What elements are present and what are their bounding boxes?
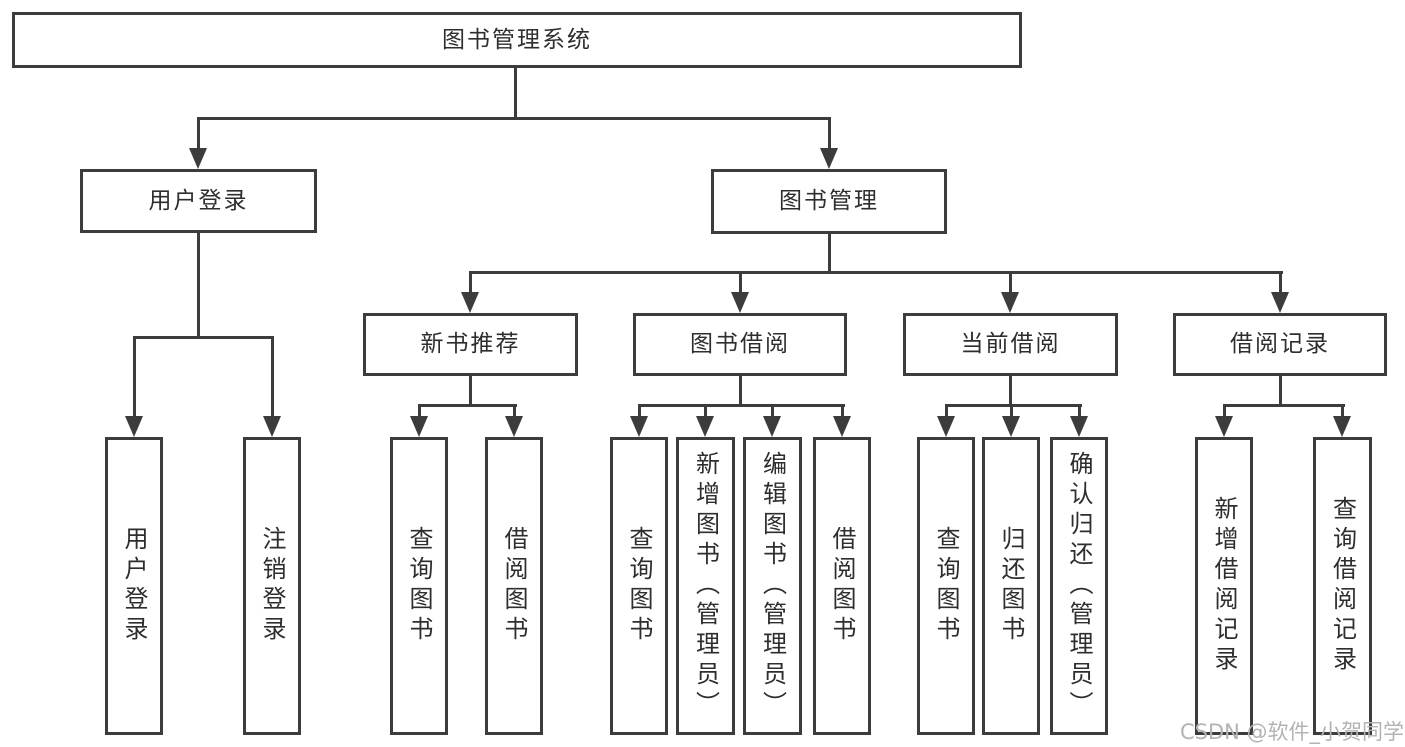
connector-line	[1009, 271, 1012, 294]
node-user-login: 用户登录	[80, 169, 317, 233]
leaf-query-books-borrowing: 查询图书	[610, 437, 668, 735]
connector-line	[469, 271, 1283, 274]
arrow-down-icon	[505, 416, 523, 437]
leaf-query-borrow-record: 查询借阅记录	[1313, 437, 1372, 735]
connector-line	[133, 336, 136, 418]
arrow-down-icon	[410, 416, 428, 437]
connector-line	[828, 117, 831, 150]
node-new-book-recommendation: 新书推荐	[363, 313, 578, 376]
leaf-confirm-return-admin: 确认归还（管理员）	[1050, 437, 1108, 735]
connector-line	[638, 404, 845, 407]
connector-line	[469, 271, 472, 294]
arrow-down-icon	[1333, 416, 1351, 437]
connector-line	[1223, 404, 1345, 407]
connector-line	[704, 404, 707, 418]
arrow-down-icon	[1215, 416, 1233, 437]
connector-line	[418, 404, 517, 407]
connector-line	[945, 404, 948, 418]
arrow-down-icon	[696, 416, 714, 437]
connector-line	[418, 404, 421, 418]
connector-line	[271, 336, 274, 418]
connector-line	[945, 404, 1082, 407]
node-borrowing-records: 借阅记录	[1173, 313, 1387, 376]
connector-line	[197, 117, 200, 150]
node-current-borrowing: 当前借阅	[903, 313, 1118, 376]
connector-line	[1279, 375, 1282, 407]
connector-line	[133, 336, 274, 339]
connector-line	[469, 375, 472, 407]
leaf-edit-book-admin: 编辑图书（管理员）	[743, 437, 802, 735]
arrow-down-icon	[937, 416, 955, 437]
arrow-down-icon	[1001, 292, 1019, 313]
connector-line	[1279, 271, 1282, 294]
arrow-down-icon	[833, 416, 851, 437]
connector-line	[841, 404, 844, 418]
connector-line	[514, 67, 517, 119]
arrow-down-icon	[763, 416, 781, 437]
leaf-query-books-recommend: 查询图书	[390, 437, 448, 735]
arrow-down-icon	[1070, 416, 1088, 437]
connector-line	[1009, 375, 1012, 407]
connector-line	[771, 404, 774, 418]
arrow-down-icon	[630, 416, 648, 437]
node-library-system: 图书管理系统	[12, 12, 1022, 68]
connector-line	[739, 375, 742, 407]
connector-line	[197, 117, 831, 120]
connector-line	[197, 232, 200, 338]
leaf-borrow-books-recommend: 借阅图书	[485, 437, 543, 735]
connector-line	[739, 271, 742, 294]
connector-line	[638, 404, 641, 418]
leaf-user-login: 用户登录	[105, 437, 163, 735]
node-book-borrowing: 图书借阅	[633, 313, 847, 376]
connector-line	[828, 233, 831, 274]
connector-line	[1223, 404, 1226, 418]
arrow-down-icon	[1002, 416, 1020, 437]
node-book-management: 图书管理	[711, 169, 947, 234]
arrow-down-icon	[263, 416, 281, 437]
connector-line	[1010, 404, 1013, 418]
watermark-text: CSDN @软件_小贺同学	[1180, 720, 1405, 744]
arrow-down-icon	[731, 292, 749, 313]
leaf-return-book: 归还图书	[982, 437, 1040, 735]
arrow-down-icon	[461, 292, 479, 313]
leaf-add-borrow-record: 新增借阅记录	[1195, 437, 1253, 735]
arrow-down-icon	[1271, 292, 1289, 313]
connector-line	[513, 404, 516, 418]
arrow-down-icon	[820, 148, 838, 169]
connector-line	[1341, 404, 1344, 418]
leaf-add-book-admin: 新增图书（管理员）	[676, 437, 735, 735]
leaf-borrow-books-borrowing: 借阅图书	[813, 437, 871, 735]
arrow-down-icon	[189, 148, 207, 169]
leaf-logout: 注销登录	[243, 437, 301, 735]
connector-line	[1078, 404, 1081, 418]
leaf-query-books-current: 查询图书	[917, 437, 975, 735]
arrow-down-icon	[125, 416, 143, 437]
